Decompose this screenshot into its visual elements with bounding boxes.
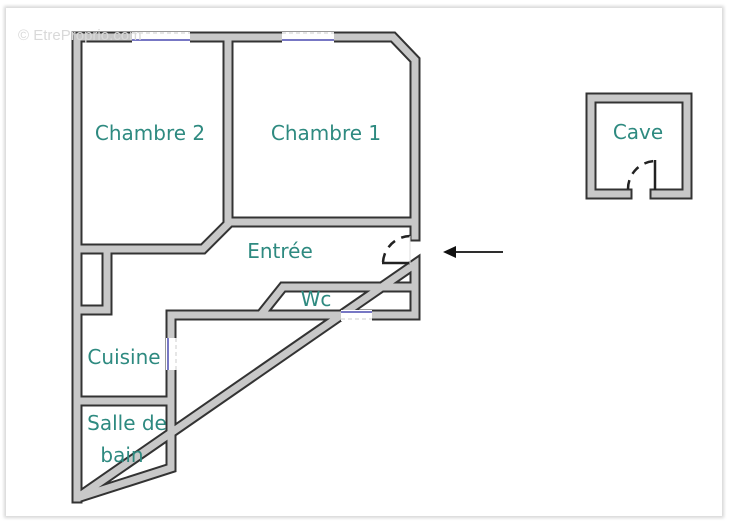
wall-cave [585, 92, 693, 200]
wall-closet [76, 246, 113, 316]
room-label-salle-de-bain-1: Salle de [87, 411, 167, 435]
arrow-left-icon [443, 246, 503, 258]
room-label-entree: Entrée [247, 239, 313, 263]
door-entree [381, 234, 411, 265]
room-label-chambre2: Chambre 2 [95, 121, 205, 145]
window-cuisine [166, 338, 177, 370]
room-label-cuisine: Cuisine [87, 345, 160, 369]
watermark: © EtreProprio.com [18, 27, 142, 44]
room-label-cave: Cave [613, 120, 663, 144]
window-chambre2 [132, 32, 190, 43]
window-chambre1 [282, 32, 334, 43]
room-label-wc: Wc [301, 287, 332, 311]
walls [71, 31, 693, 504]
wall-wc [255, 281, 421, 320]
door-cave [626, 159, 657, 190]
windows [132, 32, 372, 370]
room-label-salle-de-bain-2: bain [100, 443, 143, 467]
window-wc [341, 310, 372, 321]
room-label-chambre1: Chambre 1 [271, 121, 381, 145]
